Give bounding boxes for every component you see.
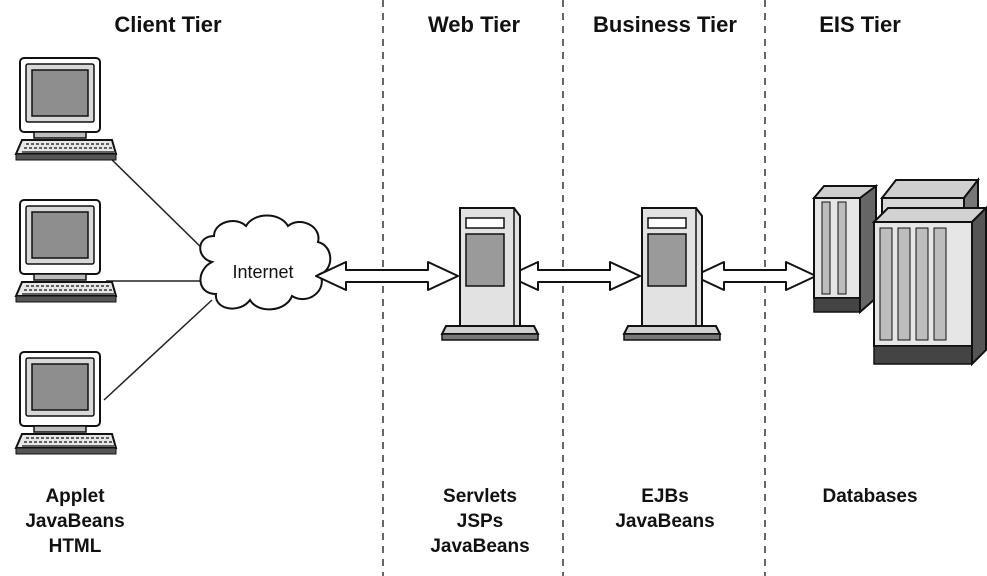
tech-label: JavaBeans <box>615 511 715 532</box>
tech-label: JavaBeans <box>25 511 125 532</box>
tier-title-web: Web Tier <box>427 12 521 37</box>
tier-title-business: Business Tier <box>593 12 737 37</box>
arrow-internet-web <box>315 261 459 291</box>
tech-label: JSPs <box>456 511 504 532</box>
client-link-3 <box>103 299 213 401</box>
client-computer-1-icon <box>15 57 117 161</box>
arrow-web-business <box>507 261 641 291</box>
tech-label: EJBs <box>641 486 689 507</box>
tech-label: Databases <box>822 486 918 507</box>
database-servers-icon <box>811 177 987 367</box>
internet-cloud-icon <box>199 214 332 311</box>
client-link-1 <box>101 149 213 259</box>
web-tier-technologies: Servlets JSPs JavaBeans <box>415 484 545 559</box>
tech-label: JavaBeans <box>430 536 530 557</box>
internet-label: Internet <box>232 262 294 282</box>
tier-title-eis: EIS Tier <box>819 12 901 37</box>
tech-label: Servlets <box>443 486 517 507</box>
tech-label: HTML <box>48 536 102 557</box>
client-computer-3-icon <box>15 351 117 455</box>
eis-tier-technologies: Databases <box>800 484 940 509</box>
client-computer-2-icon <box>15 199 117 303</box>
business-tier-technologies: EJBs JavaBeans <box>600 484 730 534</box>
tech-label: Applet <box>45 486 105 507</box>
client-tier-technologies: Applet JavaBeans HTML <box>10 484 140 559</box>
arrow-business-eis <box>693 261 817 291</box>
tier-title-client: Client Tier <box>114 12 222 37</box>
